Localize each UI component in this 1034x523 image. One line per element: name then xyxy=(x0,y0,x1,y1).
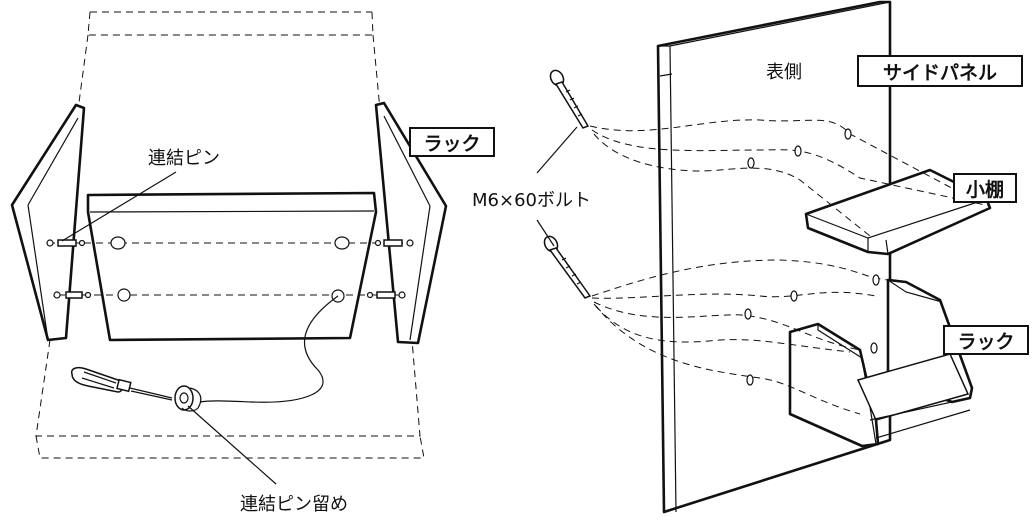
bolt-label: M6×60ボルト xyxy=(472,190,591,211)
right-side-panel xyxy=(374,101,448,345)
connecting-pin-label: 連結ピン xyxy=(148,148,220,169)
front-side-label: 表側 xyxy=(766,62,802,83)
small-shelf xyxy=(804,168,992,256)
left-side-panel xyxy=(10,103,86,342)
pin-clip-icon xyxy=(174,385,202,412)
small-shelf-tag: 小棚 xyxy=(953,173,1017,203)
phantom-outline xyxy=(35,11,425,459)
panel-holes xyxy=(744,128,880,386)
screwdriver-icon xyxy=(70,366,173,401)
rack-left-label: ラック xyxy=(423,133,480,155)
bolt-icon xyxy=(543,235,592,299)
small-shelf-label: 小棚 xyxy=(966,178,1004,201)
side-panel-tag: サイドパネル xyxy=(857,55,1023,87)
side-panel-label: サイドパネル xyxy=(883,62,997,84)
rack-left-tag: ラック xyxy=(409,127,495,157)
shelf-hole xyxy=(334,236,350,250)
shelf-hole xyxy=(110,236,126,250)
shelf-hole xyxy=(117,288,131,302)
right-assembly xyxy=(536,0,992,514)
shelf-board xyxy=(86,191,378,342)
rack-right-label: ラック xyxy=(957,331,1014,353)
bolt-icon xyxy=(549,69,590,129)
right-rack xyxy=(788,278,974,448)
connecting-pin-clip-label: 連結ピン留め xyxy=(240,494,348,515)
rack-right-tag: ラック xyxy=(943,325,1029,355)
connecting-pins xyxy=(46,239,414,299)
left-assembly xyxy=(10,11,448,485)
